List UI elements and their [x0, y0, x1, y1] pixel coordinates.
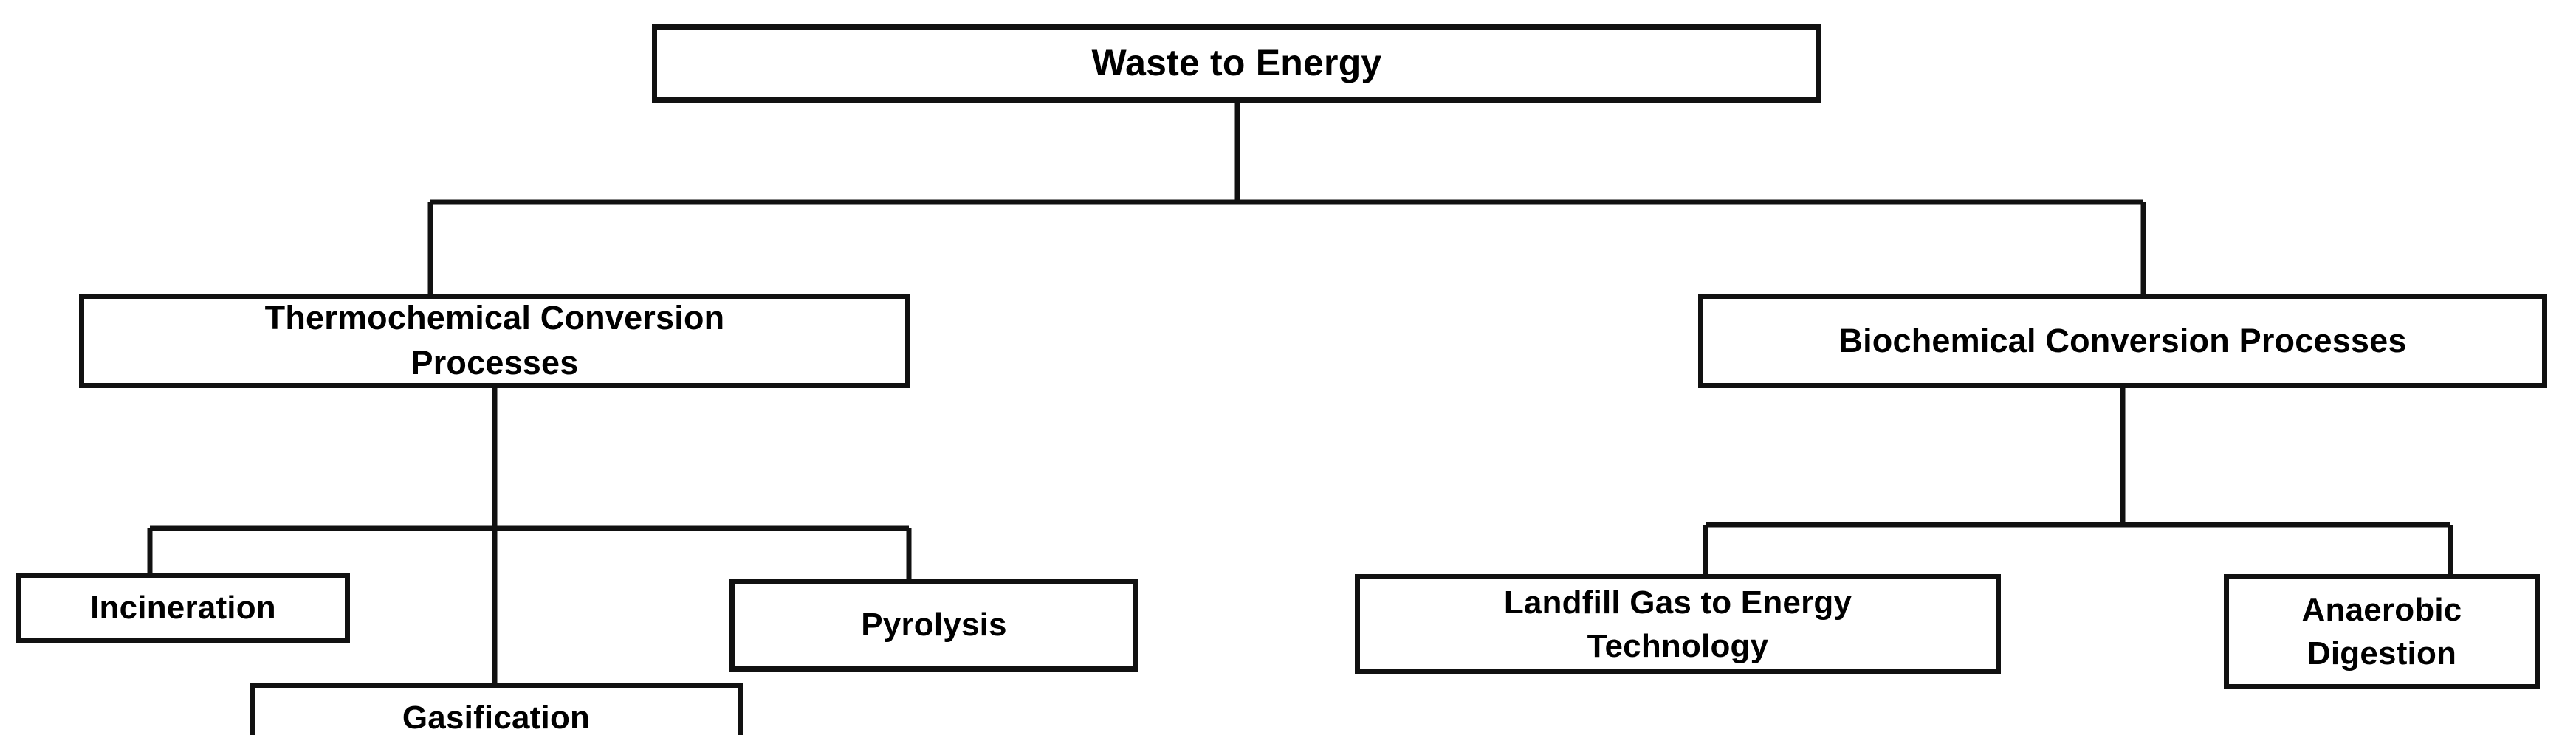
node-landfill-gas-to-energy-technology[interactable]: Landfill Gas to Energy Technology — [1355, 574, 2001, 674]
node-waste-to-energy[interactable]: Waste to Energy — [652, 24, 1821, 103]
node-anaerobic-digestion[interactable]: Anaerobic Digestion — [2224, 574, 2540, 689]
node-incineration[interactable]: Incineration — [16, 573, 350, 643]
node-thermochemical-conversion-processes-label: Thermochemical Conversion Processes — [264, 299, 725, 382]
node-biochemical-conversion-processes[interactable]: Biochemical Conversion Processes — [1698, 294, 2547, 388]
node-landfill-gas-to-energy-technology-label: Landfill Gas to Energy Technology — [1503, 584, 1852, 664]
node-incineration-label: Incineration — [90, 590, 276, 627]
node-waste-to-energy-label: Waste to Energy — [1091, 42, 1382, 84]
node-biochemical-conversion-processes-label: Biochemical Conversion Processes — [1838, 321, 2407, 359]
node-thermochemical-conversion-processes[interactable]: Thermochemical Conversion Processes — [79, 294, 910, 388]
node-gasification[interactable]: Gasification — [250, 683, 743, 735]
node-pyrolysis-label: Pyrolysis — [861, 607, 1007, 643]
node-gasification-label: Gasification — [402, 700, 591, 735]
node-pyrolysis[interactable]: Pyrolysis — [729, 579, 1138, 672]
node-anaerobic-digestion-label: Anaerobic Digestion — [2301, 591, 2462, 672]
